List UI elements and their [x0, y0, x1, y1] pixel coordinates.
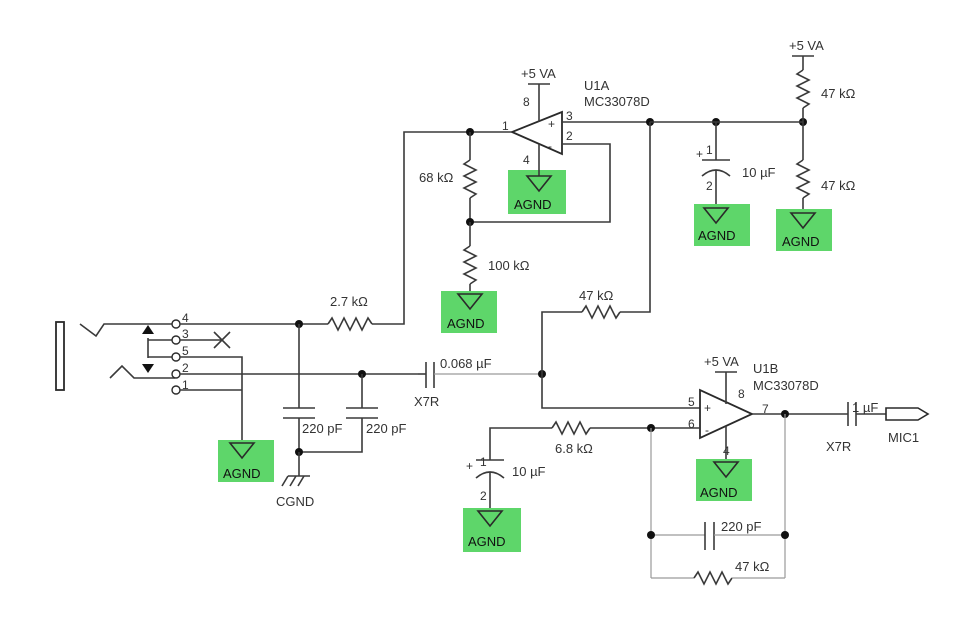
r-47k-fb-label: 47 kΩ [735, 559, 770, 574]
c-220p-fb-label: 220 pF [721, 519, 762, 534]
u1b-pin-4: 4 [723, 444, 730, 458]
jack-pin-2: 2 [182, 361, 189, 375]
u1a-opamp: + - U1A MC33078D +5 VA 8 1 3 2 4 68 kΩ 1… [419, 66, 650, 294]
u1a-part: MC33078D [584, 94, 650, 109]
agnd-u1b: AGND [696, 459, 752, 501]
x7r-label-2: X7R [826, 439, 851, 454]
u1a-minus: - [548, 139, 552, 153]
divider-vcc-label: +5 VA [789, 38, 824, 53]
u1b-pin-5: 5 [688, 395, 695, 409]
u1b-pin-7: 7 [762, 402, 769, 416]
agnd-label-100k: AGND [447, 316, 485, 331]
r-6-8k-label: 6.8 kΩ [555, 441, 593, 456]
u1a-pin-2: 2 [566, 129, 573, 143]
u1a-pin-8: 8 [523, 95, 530, 109]
c-1u-label: 1 µF [852, 400, 878, 415]
agnd-jack: AGND [218, 440, 274, 482]
c-in-pin-1: 1 [480, 455, 487, 469]
u1a-pin-1: 1 [502, 119, 509, 133]
input-network: 2.7 kΩ 220 pF 220 pF CGND 0.068 µF X7R [180, 131, 546, 509]
r-47k-bottom-label: 47 kΩ [821, 178, 856, 193]
c-vref-plus: + [696, 147, 703, 161]
c-vref-pin-2: 2 [706, 179, 713, 193]
agnd-label-jack: AGND [223, 466, 261, 481]
agnd-label-vref-cap: AGND [698, 228, 736, 243]
c-220p-label-1: 220 pF [302, 421, 343, 436]
agnd-label-input-cap: AGND [468, 534, 506, 549]
agnd-label-u1b: AGND [700, 485, 738, 500]
u1b-plus: + [704, 401, 711, 415]
agnd-divider: AGND [776, 209, 832, 251]
jack-pin-3: 3 [182, 327, 189, 341]
vref-divider: +5 VA 47 kΩ 47 kΩ + 1 2 10 µF 47 kΩ [541, 38, 856, 409]
jack-pin-4: 4 [182, 311, 189, 325]
jack-pin-5: 5 [182, 344, 189, 358]
c-220p-label-2: 220 pF [366, 421, 407, 436]
u1b-pin-8: 8 [738, 387, 745, 401]
agnd-100k: AGND [441, 291, 497, 333]
r-68k-label: 68 kΩ [419, 170, 454, 185]
agnd-u1a: AGND [508, 170, 566, 214]
c-10u-in-label: 10 µF [512, 464, 546, 479]
u1b-name: U1B [753, 361, 778, 376]
cgnd-label: CGND [276, 494, 314, 509]
r-100k-label: 100 kΩ [488, 258, 530, 273]
u1b-opamp: + - U1B MC33078D +5 VA 8 5 6 7 4 6.8 kΩ … [466, 354, 930, 586]
r-47k-top-label: 47 kΩ [821, 86, 856, 101]
u1a-pin-4: 4 [523, 153, 530, 167]
c-in-plus: + [466, 459, 473, 473]
u1b-pin-6: 6 [688, 417, 695, 431]
u1a-name: U1A [584, 78, 610, 93]
jack-pin-1: 1 [182, 378, 189, 392]
r-2-7k-label: 2.7 kΩ [330, 294, 368, 309]
u1b-minus: - [705, 423, 709, 437]
agnd-vref-cap: AGND [694, 204, 750, 246]
u1a-plus: + [548, 117, 555, 131]
c-vref-pin-1: 1 [706, 143, 713, 157]
u1b-vcc-label: +5 VA [704, 354, 739, 369]
x7r-label-1: X7R [414, 394, 439, 409]
audio-jack: 4 3 5 2 1 [55, 311, 418, 443]
mic1-label: MIC1 [888, 430, 919, 445]
c-in-pin-2: 2 [480, 489, 487, 503]
c-068u-label: 0.068 µF [440, 356, 492, 371]
c-10u-vref-label: 10 µF [742, 165, 776, 180]
agnd-input-cap: AGND [463, 508, 521, 552]
r-47k-bias-label: 47 kΩ [579, 288, 614, 303]
u1a-pin-3: 3 [566, 109, 573, 123]
u1b-part: MC33078D [753, 378, 819, 393]
agnd-label-divider: AGND [782, 234, 820, 249]
agnd-label-u1a: AGND [514, 197, 552, 212]
u1a-vcc-label: +5 VA [521, 66, 556, 81]
